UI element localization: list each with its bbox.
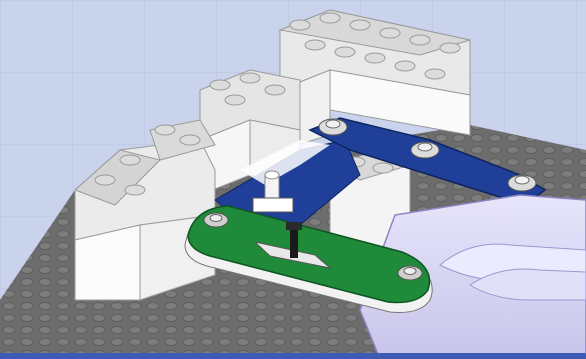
bottom-bar — [0, 353, 586, 359]
